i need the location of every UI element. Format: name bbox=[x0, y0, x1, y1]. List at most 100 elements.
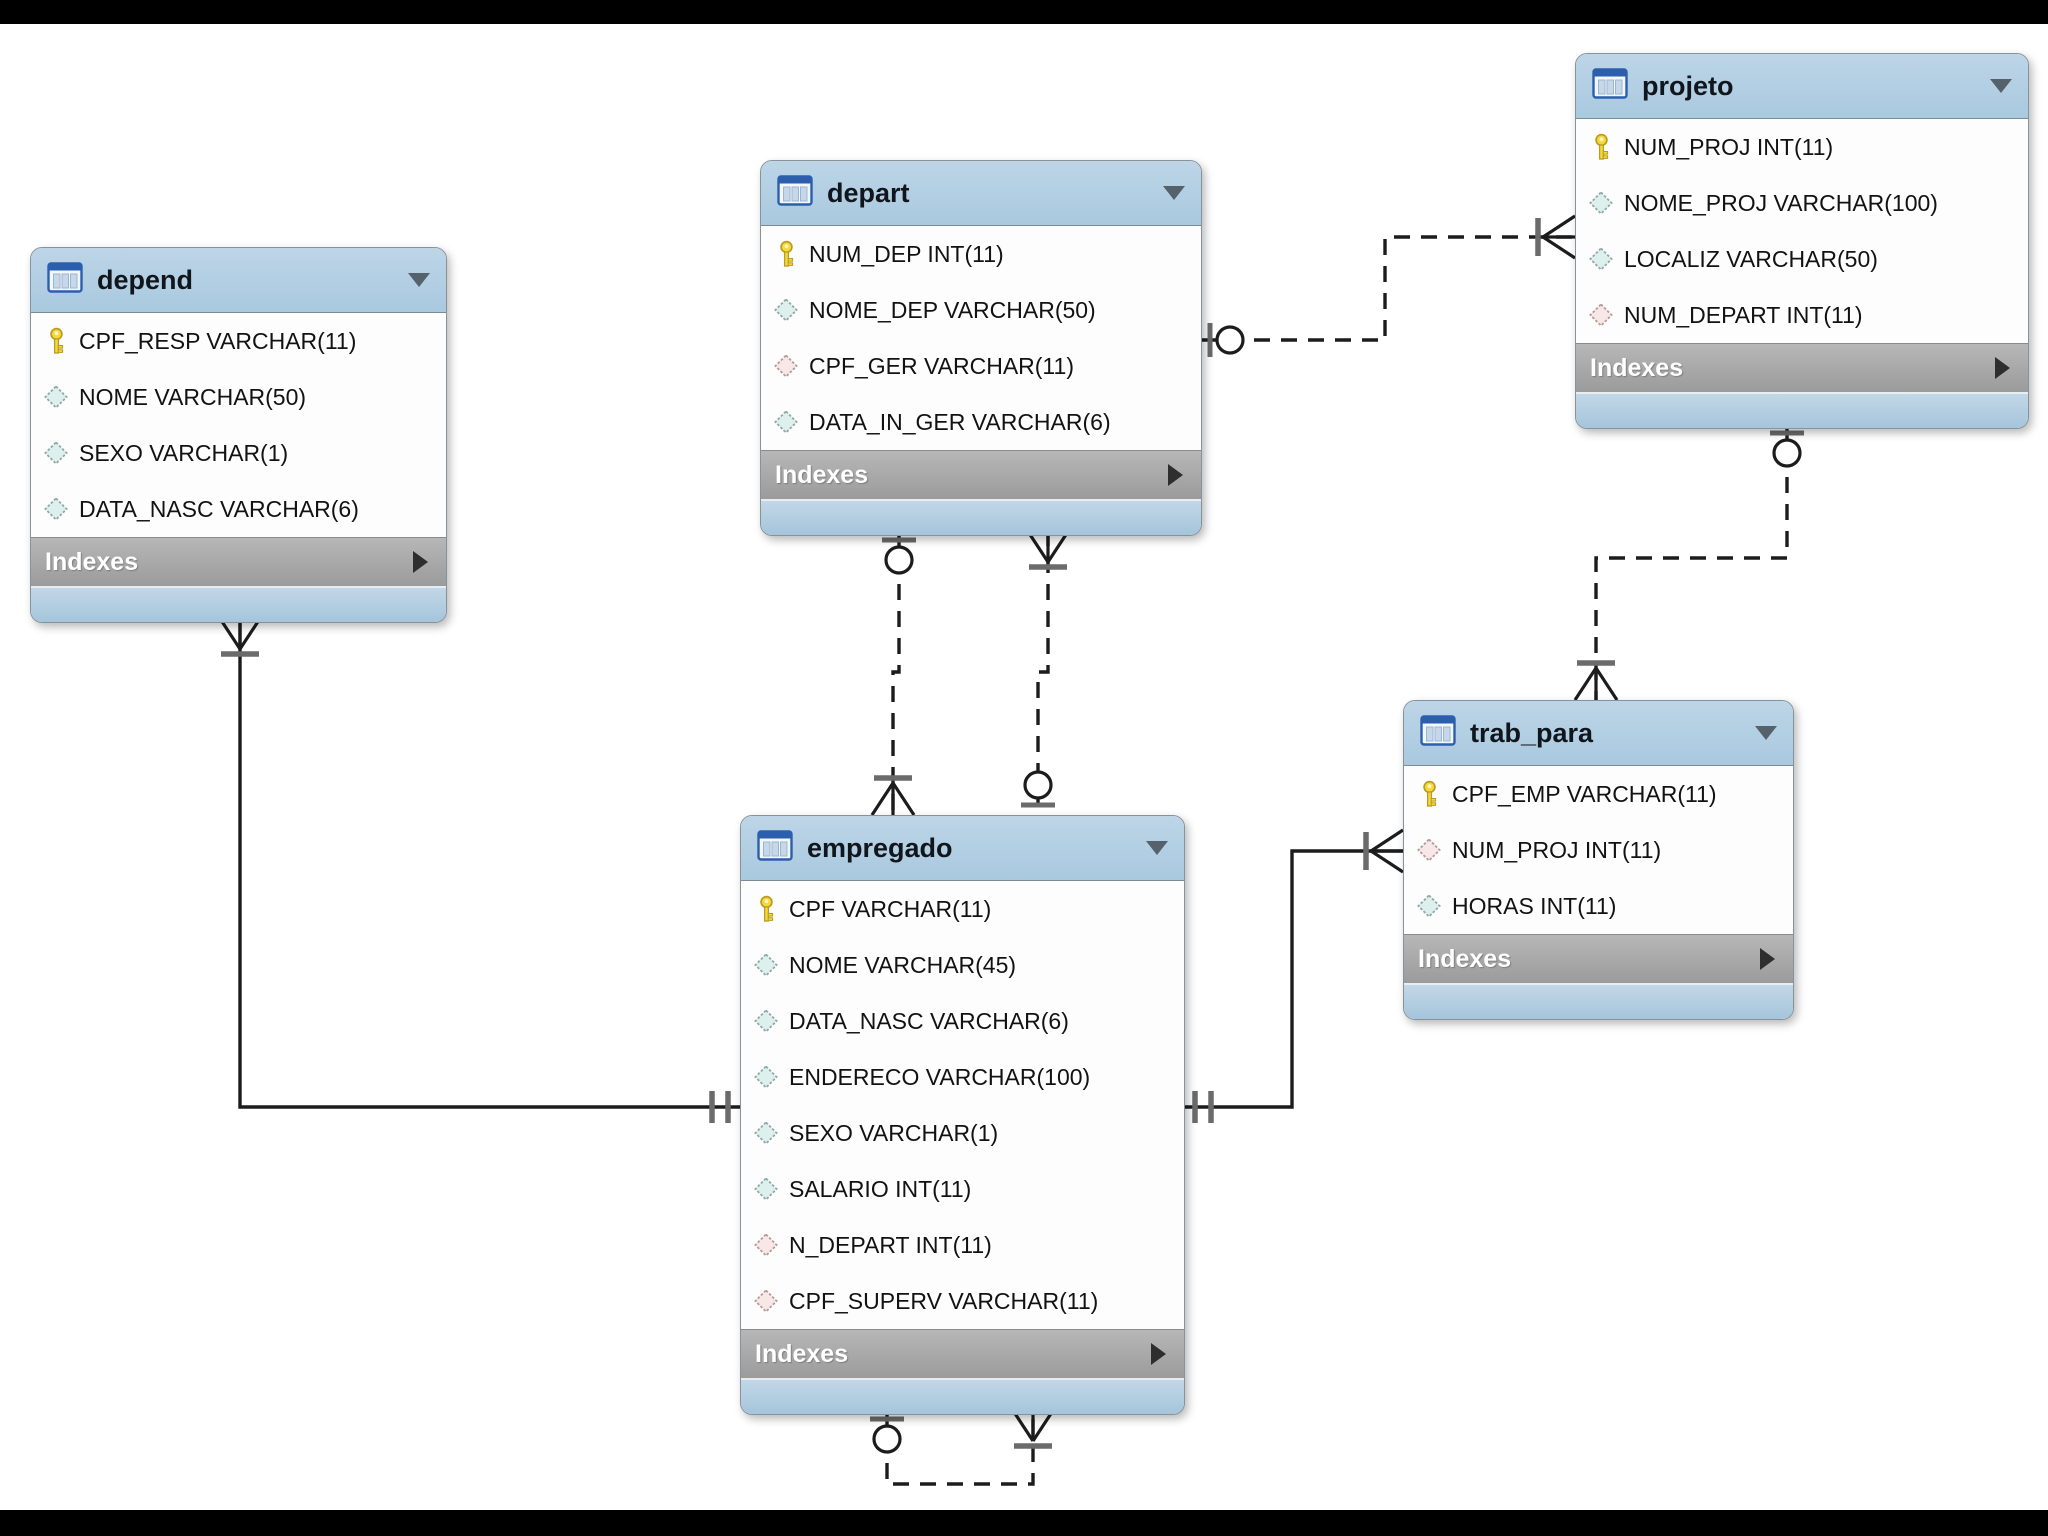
table-header-trab_para[interactable]: trab_para bbox=[1404, 701, 1793, 766]
column-diamond-icon bbox=[43, 440, 69, 466]
collapse-chevron-down-icon[interactable] bbox=[1146, 841, 1168, 855]
column-row-horas[interactable]: HORAS INT(11) bbox=[1404, 878, 1793, 934]
indexes-bar[interactable]: Indexes bbox=[1576, 343, 2028, 392]
column-diamond-icon bbox=[773, 409, 799, 435]
primary-key-icon bbox=[43, 327, 69, 355]
foreign-key-diamond-icon bbox=[773, 353, 799, 379]
table-header-depend[interactable]: depend bbox=[31, 248, 446, 313]
table-icon bbox=[1592, 68, 1628, 104]
column-row-num_proj[interactable]: NUM_PROJ INT(11) bbox=[1404, 822, 1793, 878]
table-title: depend bbox=[97, 264, 194, 295]
column-diamond-icon bbox=[1416, 893, 1442, 919]
column-label: NUM_PROJ INT(11) bbox=[1452, 836, 1662, 863]
column-label: LOCALIZ VARCHAR(50) bbox=[1624, 245, 1878, 272]
table-footer bbox=[761, 499, 1201, 535]
table-icon bbox=[47, 262, 83, 298]
table-header-empregado[interactable]: empregado bbox=[741, 816, 1184, 881]
column-row-nome[interactable]: NOME VARCHAR(50) bbox=[31, 369, 446, 425]
relationship-empregado-self[interactable] bbox=[870, 1408, 1056, 1486]
column-label: ENDERECO VARCHAR(100) bbox=[789, 1063, 1091, 1090]
column-row-num_proj[interactable]: NUM_PROJ INT(11) bbox=[1576, 119, 2028, 175]
column-label: NUM_DEP INT(11) bbox=[809, 240, 1004, 267]
column-label: SALARIO INT(11) bbox=[789, 1175, 972, 1202]
indexes-label: Indexes bbox=[45, 547, 139, 576]
table-footer bbox=[1576, 392, 2028, 428]
table-header-depart[interactable]: depart bbox=[761, 161, 1201, 226]
column-label: CPF_RESP VARCHAR(11) bbox=[79, 327, 357, 354]
column-row-data_in_ger[interactable]: DATA_IN_GER VARCHAR(6) bbox=[761, 394, 1201, 450]
table-header-projeto[interactable]: projeto bbox=[1576, 54, 2028, 119]
foreign-key-diamond-icon bbox=[753, 1288, 779, 1314]
indexes-bar[interactable]: Indexes bbox=[761, 450, 1201, 499]
relationship-depart-empregado-b[interactable] bbox=[1021, 529, 1071, 815]
collapse-chevron-down-icon[interactable] bbox=[1990, 79, 2012, 93]
primary-key-icon bbox=[1416, 780, 1442, 808]
column-label: NUM_PROJ INT(11) bbox=[1624, 133, 1834, 160]
column-row-nome_proj[interactable]: NOME_PROJ VARCHAR(100) bbox=[1576, 175, 2028, 231]
indexes-label: Indexes bbox=[775, 460, 869, 489]
collapse-chevron-down-icon[interactable] bbox=[408, 273, 430, 287]
column-row-cpf_ger[interactable]: CPF_GER VARCHAR(11) bbox=[761, 338, 1201, 394]
column-row-cpf_resp[interactable]: CPF_RESP VARCHAR(11) bbox=[31, 313, 446, 369]
column-row-localiz[interactable]: LOCALIZ VARCHAR(50) bbox=[1576, 231, 2028, 287]
column-row-cpf_emp[interactable]: CPF_EMP VARCHAR(11) bbox=[1404, 766, 1793, 822]
column-row-num_dep[interactable]: NUM_DEP INT(11) bbox=[761, 226, 1201, 282]
relationship-depend-empregado[interactable] bbox=[217, 616, 740, 1123]
column-row-data_nasc[interactable]: DATA_NASC VARCHAR(6) bbox=[31, 481, 446, 537]
column-row-n_depart[interactable]: N_DEPART INT(11) bbox=[741, 1217, 1184, 1273]
expand-arrow-right-icon[interactable] bbox=[1151, 1343, 1166, 1365]
columns-list: CPF_RESP VARCHAR(11) NOME VARCHAR(50) SEXO… bbox=[31, 313, 446, 537]
column-row-sexo[interactable]: SEXO VARCHAR(1) bbox=[741, 1105, 1184, 1161]
column-row-sexo[interactable]: SEXO VARCHAR(1) bbox=[31, 425, 446, 481]
relationship-empregado-trab_para[interactable] bbox=[1183, 828, 1404, 1123]
column-label: N_DEPART INT(11) bbox=[789, 1231, 992, 1258]
expand-arrow-right-icon[interactable] bbox=[1995, 357, 2010, 379]
column-diamond-icon bbox=[753, 1008, 779, 1034]
column-row-endereco[interactable]: ENDERECO VARCHAR(100) bbox=[741, 1049, 1184, 1105]
letterbox-top bbox=[0, 0, 2048, 24]
columns-list: NUM_DEP INT(11) NOME_DEP VARCHAR(50) CPF_G… bbox=[761, 226, 1201, 450]
table-footer bbox=[31, 586, 446, 622]
collapse-chevron-down-icon[interactable] bbox=[1163, 186, 1185, 200]
column-label: CPF_EMP VARCHAR(11) bbox=[1452, 780, 1717, 807]
expand-arrow-right-icon[interactable] bbox=[1760, 948, 1775, 970]
relationship-depart-projeto[interactable] bbox=[1200, 214, 1576, 357]
column-label: CPF_GER VARCHAR(11) bbox=[809, 352, 1074, 379]
expand-arrow-right-icon[interactable] bbox=[413, 551, 428, 573]
column-label: DATA_NASC VARCHAR(6) bbox=[79, 495, 359, 522]
primary-key-icon bbox=[753, 895, 779, 923]
indexes-bar[interactable]: Indexes bbox=[1404, 934, 1793, 983]
table-footer bbox=[1404, 983, 1793, 1019]
relationship-depart-empregado-a[interactable] bbox=[870, 530, 916, 816]
expand-arrow-right-icon[interactable] bbox=[1168, 464, 1183, 486]
column-diamond-icon bbox=[753, 1176, 779, 1202]
column-row-cpf_superv[interactable]: CPF_SUPERV VARCHAR(11) bbox=[741, 1273, 1184, 1329]
column-row-cpf[interactable]: CPF VARCHAR(11) bbox=[741, 881, 1184, 937]
column-row-num_depart[interactable]: NUM_DEPART INT(11) bbox=[1576, 287, 2028, 343]
column-label: DATA_IN_GER VARCHAR(6) bbox=[809, 408, 1111, 435]
table-title: depart bbox=[827, 177, 910, 208]
table-footer bbox=[741, 1378, 1184, 1414]
collapse-chevron-down-icon[interactable] bbox=[1755, 726, 1777, 740]
foreign-key-diamond-icon bbox=[753, 1232, 779, 1258]
column-label: NOME VARCHAR(45) bbox=[789, 951, 1017, 978]
primary-key-icon bbox=[1588, 133, 1614, 161]
indexes-label: Indexes bbox=[755, 1339, 849, 1368]
column-row-data_nasc[interactable]: DATA_NASC VARCHAR(6) bbox=[741, 993, 1184, 1049]
table-title: empregado bbox=[807, 832, 953, 863]
relationship-projeto-trab_para[interactable] bbox=[1573, 423, 1804, 701]
column-label: NOME_DEP VARCHAR(50) bbox=[809, 296, 1096, 323]
column-row-salario[interactable]: SALARIO INT(11) bbox=[741, 1161, 1184, 1217]
column-row-nome_dep[interactable]: NOME_DEP VARCHAR(50) bbox=[761, 282, 1201, 338]
indexes-bar[interactable]: Indexes bbox=[741, 1329, 1184, 1378]
column-row-nome[interactable]: NOME VARCHAR(45) bbox=[741, 937, 1184, 993]
column-label: SEXO VARCHAR(1) bbox=[79, 439, 289, 466]
indexes-bar[interactable]: Indexes bbox=[31, 537, 446, 586]
table-icon bbox=[757, 830, 793, 866]
